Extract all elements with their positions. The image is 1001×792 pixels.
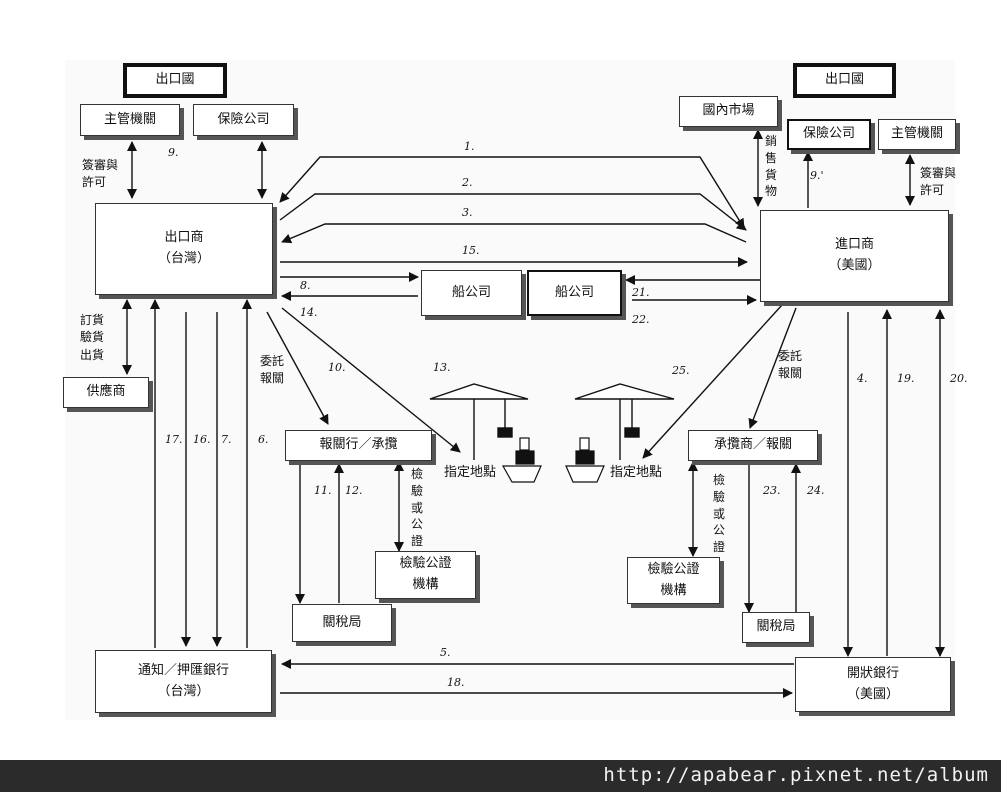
inspection-agency-right-text: 檢驗公證 機構 bbox=[647, 561, 700, 598]
arrow-10 bbox=[281, 307, 461, 453]
step-2: 2. bbox=[462, 176, 473, 189]
designated-place-left: 指定地點 bbox=[444, 465, 497, 480]
step-17: 17. bbox=[165, 433, 183, 446]
step-7: 7. bbox=[221, 433, 232, 446]
crane-right-icon bbox=[574, 383, 675, 460]
footer-bar: http://apabear.pixnet.net/album bbox=[0, 760, 1001, 792]
issuing-bank-name: 開狀銀行 bbox=[846, 665, 899, 681]
advising-bank-name: 通知／押匯銀行 bbox=[137, 662, 229, 678]
entrust-label-left: 委託 報關 bbox=[260, 354, 285, 386]
exporter-location: （台灣） bbox=[157, 251, 210, 266]
broker-left-box: 報關行／承攬 bbox=[285, 430, 432, 461]
step-9-left: 9. bbox=[168, 146, 179, 159]
arrow-3 bbox=[281, 223, 747, 244]
step-11: 11. bbox=[314, 484, 332, 497]
step-19: 19. bbox=[897, 372, 915, 385]
ship-right-icon bbox=[565, 437, 605, 483]
arrow-25 bbox=[642, 304, 783, 459]
inspection-agency-left-text: 檢驗公證 機構 bbox=[399, 556, 452, 592]
arrow-entrust-right bbox=[748, 307, 797, 429]
import-permit-label: 簽審與 許可 bbox=[920, 166, 957, 198]
advising-bank-location: （台灣） bbox=[157, 683, 210, 699]
import-country-title: 出口國 bbox=[793, 63, 896, 98]
inspect-label-right: 檢驗或公證 bbox=[712, 473, 725, 555]
export-country-title: 出口國 bbox=[123, 63, 227, 98]
arrow-entrust-left bbox=[266, 311, 329, 425]
step-24: 24. bbox=[807, 484, 825, 497]
domestic-market-box: 國內市場 bbox=[679, 96, 778, 127]
inspection-agency-right: 檢驗公證 機構 bbox=[627, 557, 720, 604]
step-18: 18. bbox=[447, 676, 465, 689]
supplier-actions-label: 訂貨 驗貨 出貨 bbox=[80, 313, 105, 362]
inspection-agency-left: 檢驗公證 機構 bbox=[375, 551, 476, 599]
step-9-right: 9.' bbox=[810, 169, 824, 182]
crane-left-icon bbox=[429, 383, 529, 460]
sell-goods-label: 銷售貨物 bbox=[764, 134, 777, 199]
import-authority-box: 主管機關 bbox=[878, 119, 956, 150]
arrow-2 bbox=[279, 193, 747, 231]
import-insurance-box: 保險公司 bbox=[787, 119, 871, 150]
designated-place-right: 指定地點 bbox=[610, 465, 663, 480]
step-14: 14. bbox=[300, 306, 318, 319]
exporter-name: 出口商 bbox=[164, 230, 204, 246]
customs-right-box: 關稅局 bbox=[742, 612, 810, 643]
step-10: 10. bbox=[328, 361, 346, 374]
step-23: 23. bbox=[763, 484, 781, 497]
arrow-1 bbox=[279, 156, 745, 229]
export-authority-box: 主管機關 bbox=[80, 104, 180, 136]
shipping-company-left: 船公司 bbox=[421, 270, 522, 316]
step-3: 3. bbox=[462, 206, 473, 219]
step-16: 16. bbox=[193, 433, 211, 446]
step-12: 12. bbox=[345, 484, 363, 497]
step-21: 21. bbox=[632, 286, 650, 299]
export-permit-label: 簽審與 許可 bbox=[82, 158, 119, 190]
step-22: 22. bbox=[632, 313, 650, 326]
entrust-label-right: 委託 報關 bbox=[778, 349, 803, 381]
issuing-bank-location: （美國） bbox=[846, 686, 899, 702]
step-25: 25. bbox=[672, 364, 690, 377]
issuing-bank-box: 開狀銀行 （美國） bbox=[795, 657, 951, 712]
flow-arrows bbox=[122, 129, 945, 698]
step-8: 8. bbox=[300, 279, 311, 292]
step-4: 4. bbox=[857, 372, 868, 385]
importer-name: 進口商 bbox=[834, 237, 874, 253]
step-13: 13. bbox=[433, 361, 451, 374]
importer-location: （美國） bbox=[828, 258, 881, 273]
step-5: 5. bbox=[440, 646, 451, 659]
step-20: 20. bbox=[950, 372, 968, 385]
album-url: http://apabear.pixnet.net/album bbox=[603, 764, 989, 786]
supplier-box: 供應商 bbox=[63, 377, 149, 408]
importer-box: 進口商 （美國） bbox=[760, 210, 949, 302]
shipping-company-right: 船公司 bbox=[527, 270, 622, 316]
ship-left-icon bbox=[501, 437, 542, 483]
step-1: 1. bbox=[464, 140, 475, 153]
step-6: 6. bbox=[258, 433, 269, 446]
advising-bank-box: 通知／押匯銀行 （台灣） bbox=[95, 650, 272, 713]
exporter-box: 出口商 （台灣） bbox=[95, 203, 273, 295]
customs-left-box: 關稅局 bbox=[292, 604, 392, 642]
step-15: 15. bbox=[462, 244, 480, 257]
inspect-label-left: 檢驗或公證 bbox=[410, 467, 423, 549]
broker-right-box: 承攬商／報關 bbox=[688, 430, 818, 461]
export-insurance-box: 保險公司 bbox=[193, 104, 294, 136]
